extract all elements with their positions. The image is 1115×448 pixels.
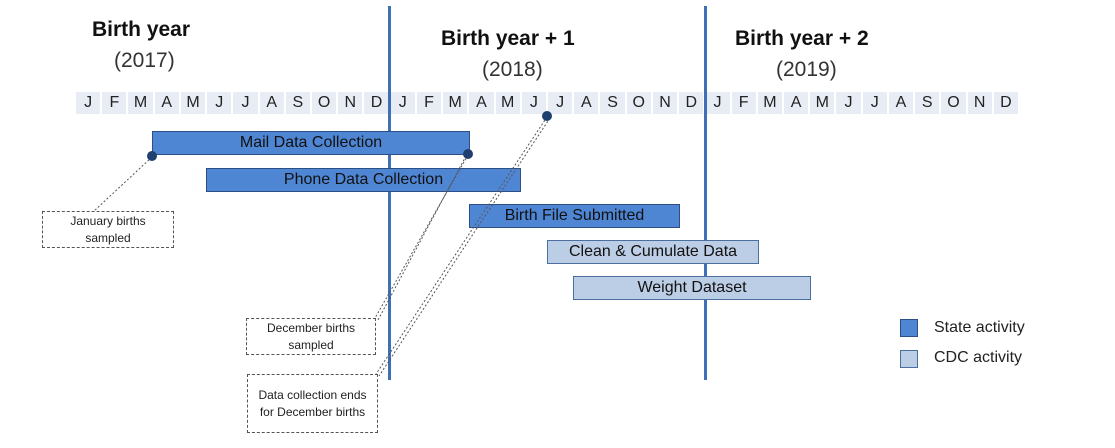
month-cell: J bbox=[76, 92, 101, 114]
month-cell: J bbox=[862, 92, 887, 114]
month-cell: J bbox=[390, 92, 415, 114]
year-title-2017: Birth year bbox=[92, 18, 191, 41]
month-cell: A bbox=[784, 92, 809, 114]
legend-swatch-state bbox=[900, 319, 918, 337]
month-cell: N bbox=[338, 92, 363, 114]
month-cell: D bbox=[679, 92, 704, 114]
dot-data-collection-end bbox=[542, 111, 552, 121]
legend-label-cdc: CDC activity bbox=[934, 349, 1023, 366]
callout-data-collection-ends: Data collection ends for December births bbox=[247, 374, 378, 433]
month-cell: M bbox=[810, 92, 835, 114]
bar-mail-data-collection: Mail Data Collection bbox=[152, 131, 470, 155]
bar-birth-file-submitted: Birth File Submitted bbox=[469, 204, 680, 228]
month-cell: M bbox=[757, 92, 782, 114]
month-cell: O bbox=[626, 92, 651, 114]
month-cell: A bbox=[259, 92, 284, 114]
connector-january bbox=[92, 156, 153, 213]
dot-mail-start bbox=[147, 151, 157, 161]
month-cell: M bbox=[180, 92, 206, 114]
month-cell: A bbox=[469, 92, 494, 114]
month-cell: M bbox=[495, 92, 520, 114]
month-cell: M bbox=[443, 92, 468, 114]
month-cell: J bbox=[207, 92, 232, 114]
month-cell: D bbox=[993, 92, 1018, 114]
month-cell: S bbox=[915, 92, 940, 114]
month-cell: J bbox=[521, 92, 546, 114]
legend-label-state: State activity bbox=[934, 319, 1025, 336]
month-cell: N bbox=[967, 92, 992, 114]
month-cell: D bbox=[364, 92, 389, 114]
year-title-2019: Birth year + 2 bbox=[735, 27, 869, 50]
dot-mail-end bbox=[463, 149, 473, 159]
month-cell: N bbox=[652, 92, 678, 114]
month-cell: A bbox=[888, 92, 914, 114]
year-title-2018: Birth year + 1 bbox=[441, 27, 575, 50]
month-cell: F bbox=[102, 92, 127, 114]
year-sub-2017: (2017) bbox=[114, 49, 175, 72]
callout-december-births: December births sampled bbox=[246, 318, 376, 355]
bar-weight-dataset: Weight Dataset bbox=[573, 276, 811, 300]
month-cell: M bbox=[128, 92, 153, 114]
month-cell: J bbox=[548, 92, 573, 114]
year-sub-2018: (2018) bbox=[482, 58, 543, 81]
legend-swatch-cdc bbox=[900, 350, 918, 368]
bar-phone-data-collection: Phone Data Collection bbox=[206, 168, 521, 192]
month-cell: A bbox=[154, 92, 179, 114]
month-cell: O bbox=[312, 92, 337, 114]
year-divider-2018 bbox=[388, 6, 391, 380]
month-cell: J bbox=[705, 92, 730, 114]
month-cell: F bbox=[416, 92, 442, 114]
connector-data-ends-b bbox=[378, 117, 551, 377]
month-cell: A bbox=[574, 92, 599, 114]
bar-clean-cumulate-data: Clean & Cumulate Data bbox=[547, 240, 759, 264]
year-divider-2019 bbox=[704, 6, 707, 380]
month-cell: S bbox=[600, 92, 625, 114]
connector-data-ends-a bbox=[375, 116, 548, 375]
month-cell: J bbox=[233, 92, 258, 114]
year-sub-2019: (2019) bbox=[776, 58, 837, 81]
month-cell: F bbox=[731, 92, 756, 114]
connector-december-a bbox=[374, 154, 469, 319]
connector-december-b bbox=[377, 155, 467, 321]
callout-january-births: January births sampled bbox=[42, 211, 174, 248]
month-cell: S bbox=[285, 92, 310, 114]
month-cell: J bbox=[836, 92, 861, 114]
month-cell: O bbox=[941, 92, 966, 114]
